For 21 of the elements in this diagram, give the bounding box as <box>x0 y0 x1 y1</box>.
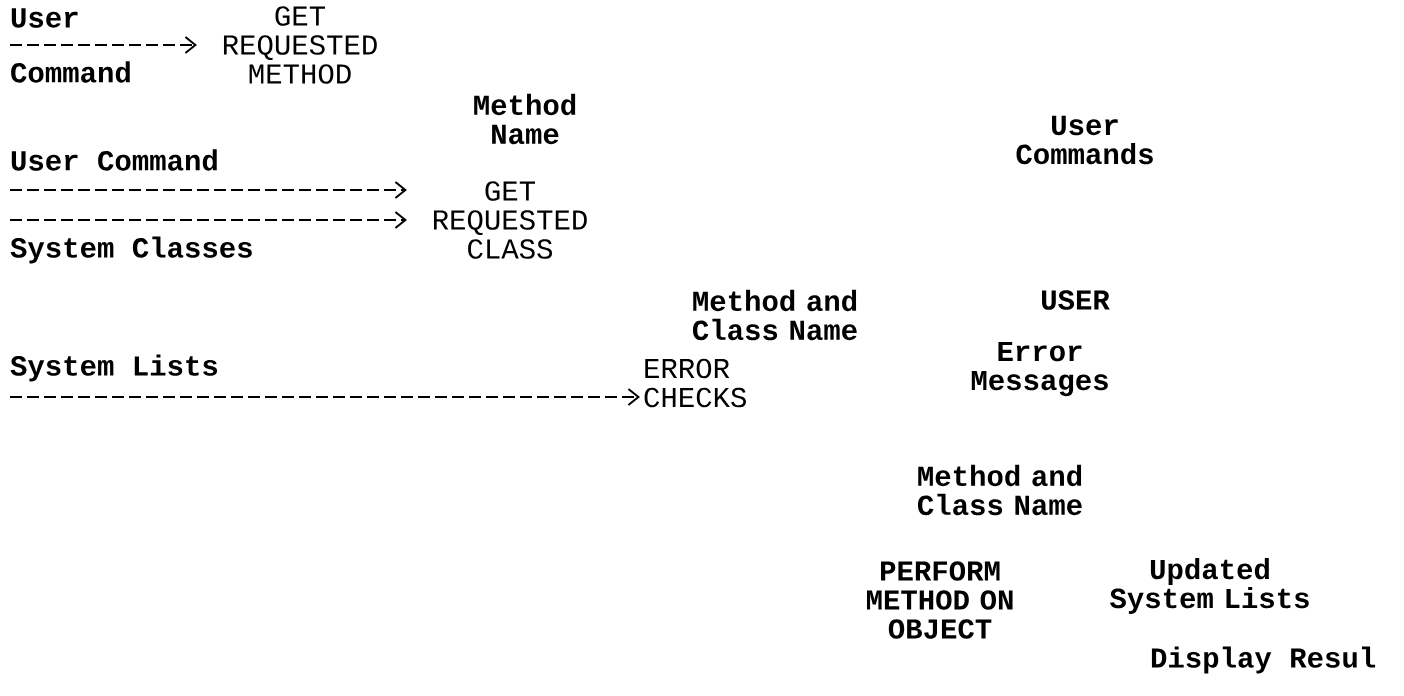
process-text: ERROR CHECKS <box>644 358 746 408</box>
flow-label: User Commands <box>1016 115 1153 165</box>
flow-label: Display Resul <box>1151 646 1376 674</box>
flow-label: Method and Class Name <box>918 464 1082 516</box>
flow-label: USER <box>1042 290 1110 310</box>
flow-label: Command <box>11 61 130 83</box>
flow-label: Updated System Lists <box>1110 558 1309 615</box>
edge-label: System Classes <box>10 236 252 264</box>
dashed-arrow <box>9 181 407 199</box>
process-text: GET REQUESTED METHOD <box>224 6 377 84</box>
dashed-arrow <box>9 211 407 229</box>
flow-label: Method and Class Name <box>693 289 857 341</box>
dashed-arrow <box>9 36 197 54</box>
dashed-arrow <box>9 388 640 406</box>
flow-label: PERFORM METHOD ON OBJECT <box>866 561 1013 639</box>
flow-label: Method Name <box>474 93 576 145</box>
edge-label: User Command <box>11 149 217 171</box>
flow-label: User <box>11 8 78 28</box>
edge-label: System Lists <box>10 354 218 382</box>
process-text: GET REQUESTED CLASS <box>434 181 587 259</box>
flow-label: Error Messages <box>971 341 1108 397</box>
